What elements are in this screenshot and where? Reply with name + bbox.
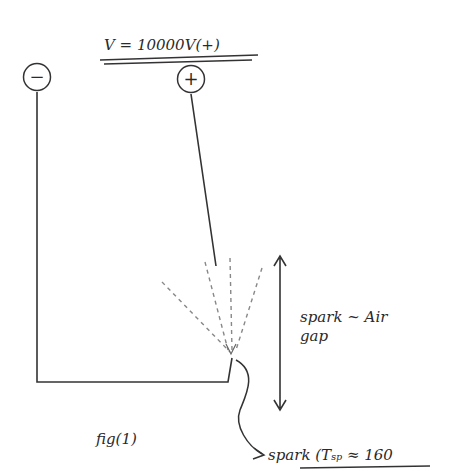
underline bbox=[100, 55, 258, 64]
terminal-circle: + bbox=[176, 64, 206, 94]
wire bbox=[37, 92, 232, 382]
note-label: spark ~ Air gap bbox=[300, 308, 410, 346]
leader-line bbox=[236, 360, 262, 454]
figure-label: fig(1) bbox=[96, 430, 137, 449]
leader-head bbox=[253, 448, 264, 459]
voltage-label: V = 10000V(+) bbox=[104, 36, 220, 55]
polarity-sign: + bbox=[183, 69, 198, 89]
underline bbox=[300, 466, 430, 468]
spark-point bbox=[226, 344, 236, 354]
note-label: spark (Tₛₚ ≈ 160 bbox=[268, 446, 393, 465]
gap-dimension bbox=[274, 256, 286, 410]
polarity-sign: − bbox=[29, 67, 44, 87]
terminal-circle: − bbox=[22, 62, 52, 92]
spark-lines bbox=[162, 258, 262, 352]
